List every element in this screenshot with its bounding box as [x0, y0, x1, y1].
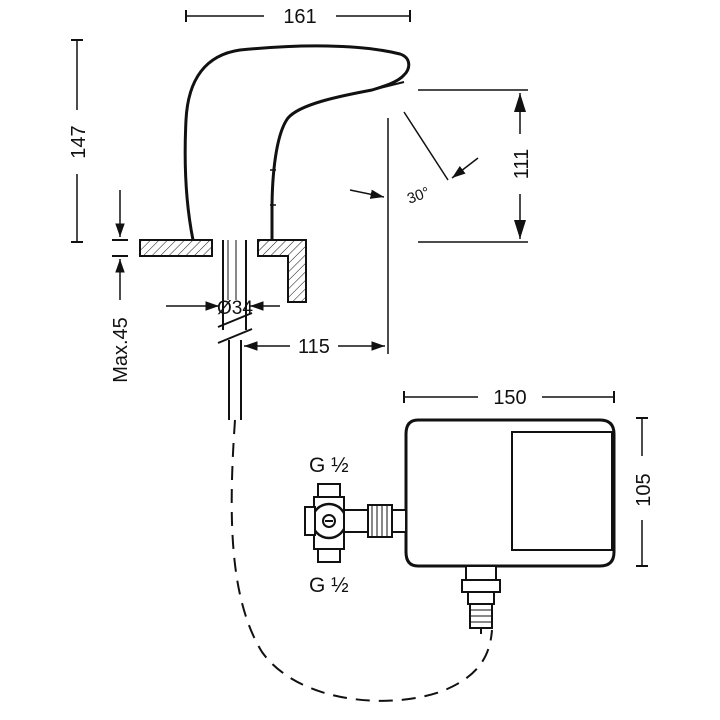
dim-outlet-height-label: 111	[511, 149, 533, 179]
dim-spout-width: 161	[185, 4, 411, 28]
dim-spout-width-label: 161	[283, 6, 316, 28]
dim-max-thickness: Max.45	[110, 190, 132, 383]
dim-bore-diameter: Ø34	[166, 298, 280, 319]
dim-reach-label: 115	[298, 336, 330, 358]
control-box	[404, 418, 616, 568]
dim-max-thickness-label: Max.45	[110, 317, 132, 383]
dim-total-height: 147	[62, 39, 92, 243]
outlet-fitting	[461, 565, 501, 634]
dim-box-height-label: 105	[633, 473, 655, 506]
dim-outlet-height: 111	[418, 89, 536, 243]
stop-valve	[304, 483, 407, 563]
inlet-thread-top-label: G ½	[309, 454, 349, 477]
dim-box-width: 150	[403, 384, 615, 409]
dim-box-height: 105	[628, 417, 658, 567]
dim-box-width-label: 150	[493, 387, 526, 409]
dim-total-height-label: 147	[68, 125, 90, 158]
dim-bore-diameter-label: Ø34	[217, 298, 253, 319]
inlet-thread-bottom-label: G ½	[309, 574, 349, 597]
dim-reach: 115	[244, 118, 389, 358]
dim-spray-angle: 30°	[349, 111, 479, 208]
supply-pipe	[217, 240, 493, 702]
faucet-spout	[183, 44, 411, 241]
countertop-section	[139, 239, 307, 303]
dim-spray-angle-label: 30°	[405, 184, 432, 208]
